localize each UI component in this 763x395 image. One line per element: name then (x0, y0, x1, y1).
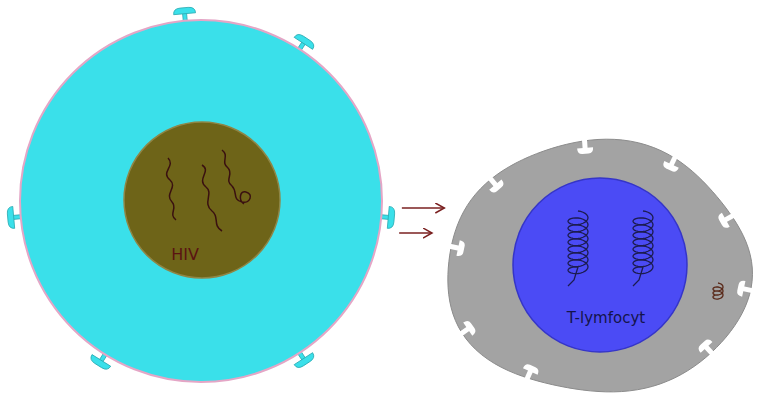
virion-core (124, 122, 280, 278)
receptor-site-stem (582, 137, 588, 149)
cell-label: T-lymfocyt (567, 309, 645, 327)
rna-strand (222, 150, 250, 204)
node-outline (438, 128, 763, 395)
virus-particle: HIV (0, 0, 400, 395)
receptor-site-cap (736, 280, 745, 297)
receptor-cap (173, 7, 195, 15)
receptor-site (454, 319, 477, 342)
rna-strand (167, 158, 176, 220)
receptor-site-cap (577, 147, 593, 154)
receptor-site (482, 171, 505, 194)
receptor-site (736, 280, 756, 299)
rna-strand (202, 165, 222, 231)
receptor-site (446, 238, 466, 257)
receptor-site (717, 207, 740, 229)
receptor-cap (387, 206, 395, 228)
receptor-site-cap (697, 338, 713, 353)
receptor-site-cap (717, 213, 730, 230)
virus-label: HIV (171, 245, 199, 264)
hiv-virion (7, 7, 395, 382)
receptor-site-cap (463, 319, 477, 336)
cell-body: T-lymfocyt (438, 128, 763, 395)
receptor-site-cap (523, 363, 540, 375)
receptor-cap (89, 355, 111, 372)
viral-coil (713, 283, 723, 299)
infection-arrow (402, 207, 444, 209)
receptor-site-stem (447, 243, 460, 250)
receptor-site (697, 338, 720, 361)
cell-nucleus (513, 178, 687, 352)
receptor-site (519, 363, 540, 385)
dna-coil (568, 211, 588, 286)
receptor-site (662, 151, 684, 173)
receptor-cap (7, 206, 15, 228)
virion-envelope (20, 20, 382, 382)
receptor-site-cap (489, 180, 505, 195)
t-cell (446, 136, 757, 392)
receptor-site-cap (456, 240, 465, 257)
dna-coil (633, 211, 653, 286)
receptor-site (576, 136, 593, 154)
node-outline (0, 0, 400, 395)
cell-membrane (448, 139, 753, 392)
receptor-site-stem (742, 286, 755, 293)
infection-arrow (399, 232, 432, 234)
receptor-site-cap (662, 161, 679, 173)
